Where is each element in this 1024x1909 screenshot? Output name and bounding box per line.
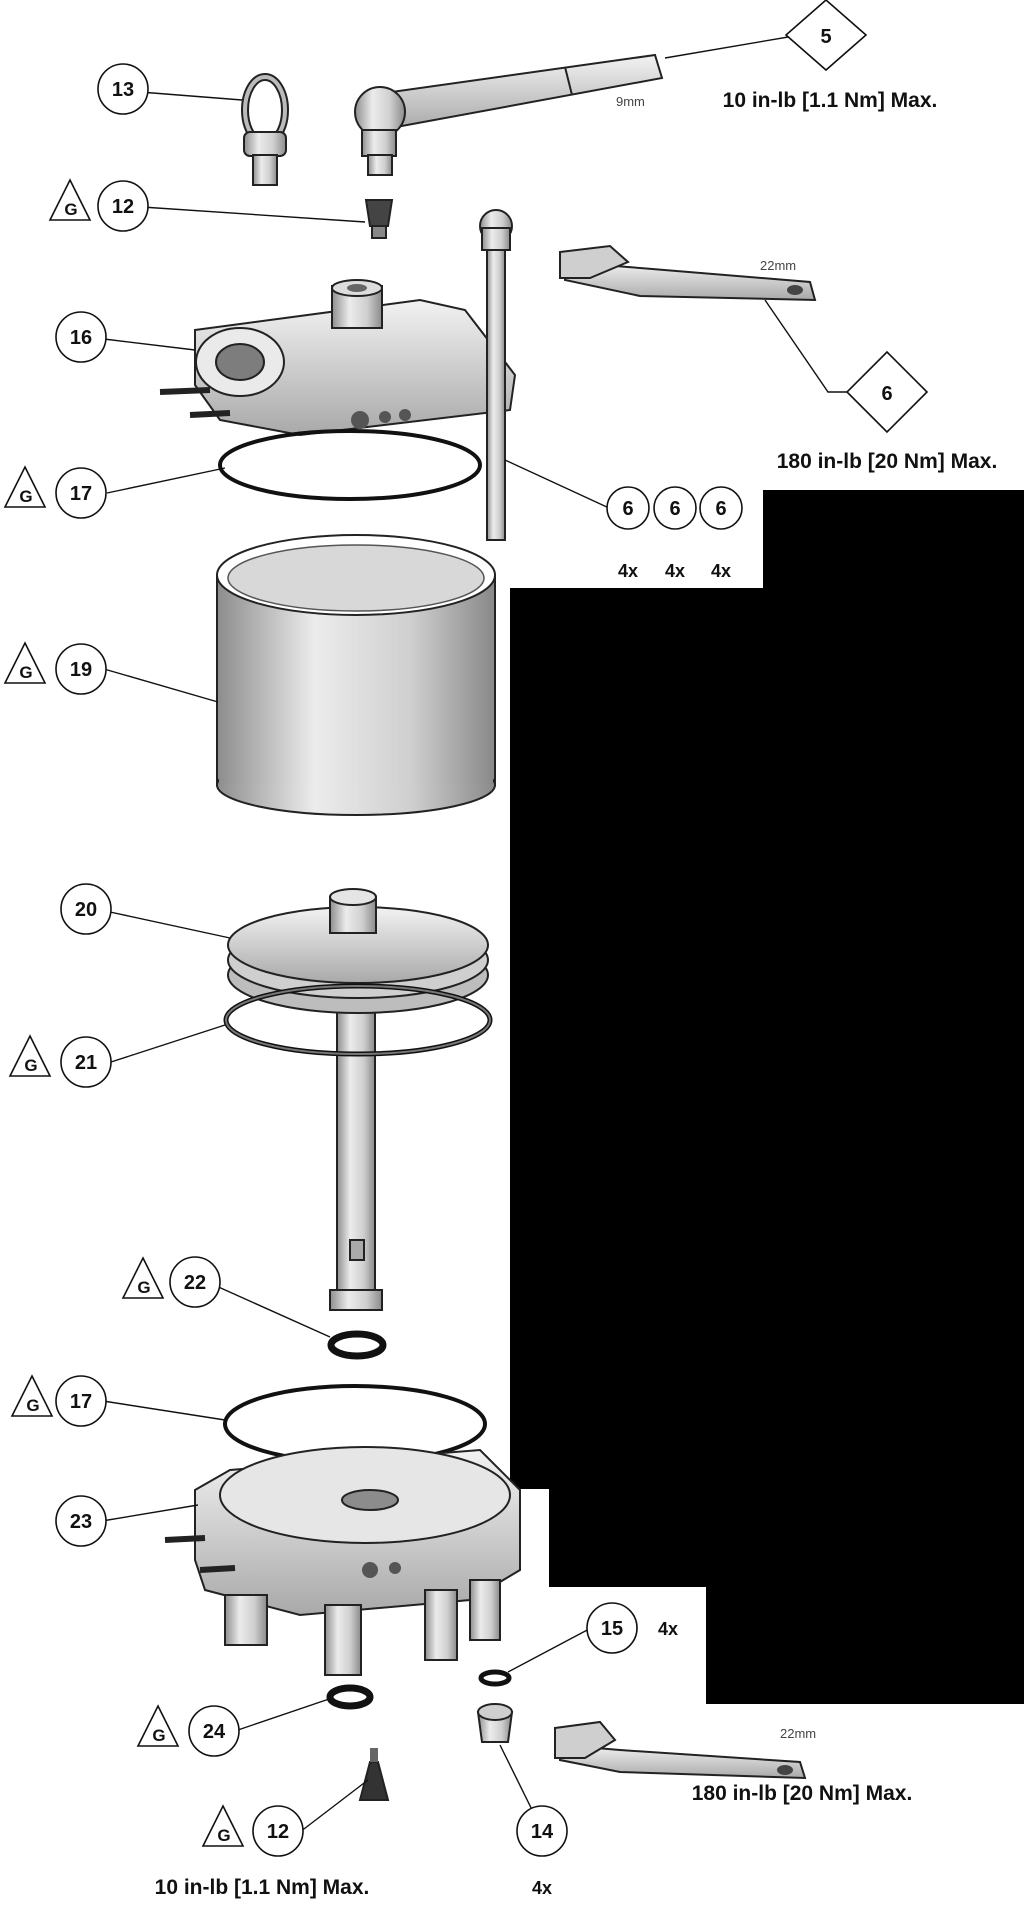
nut-part (476, 1703, 514, 1743)
tie-rod-part (479, 209, 513, 541)
svg-text:6: 6 (622, 498, 633, 520)
svg-text:G: G (137, 1278, 150, 1297)
balloon-12-top: 12 (97, 180, 149, 232)
svg-text:G: G (24, 1056, 37, 1075)
torque-spec-6: 180 in-lb [20 Nm] Max. (777, 450, 998, 473)
torque-spec-5: 10 in-lb [1.1 Nm] Max. (723, 89, 938, 112)
svg-text:6: 6 (881, 383, 892, 405)
svg-text:16: 16 (70, 327, 92, 349)
socket-wrench-tool: 9mm (354, 53, 664, 176)
balloon-17-bottom: 17 (55, 1375, 107, 1427)
balloon-14: 14 (516, 1805, 568, 1857)
open-end-wrench-bottom: 22mm (554, 1720, 816, 1780)
balloon-6-c: 6 (699, 486, 743, 530)
balloon-19: 19 (55, 643, 107, 695)
svg-text:12: 12 (267, 1821, 289, 1843)
leader-lines (101, 34, 850, 1833)
svg-text:G: G (152, 1726, 165, 1745)
svg-text:13: 13 (112, 79, 134, 101)
top-housing-part (159, 279, 517, 437)
balloon-23: 23 (55, 1495, 107, 1547)
qty-14: 4x (532, 1878, 552, 1898)
balloon-22: 22 (169, 1256, 221, 1308)
socket-size-label: 9mm (616, 94, 645, 109)
piston-assembly-part (223, 888, 493, 1311)
qty-6-b: 4x (665, 561, 685, 581)
svg-text:23: 23 (70, 1511, 92, 1533)
svg-text:12: 12 (112, 196, 134, 218)
wrench-size-label-top: 22mm (760, 258, 796, 273)
svg-text:G: G (19, 663, 32, 682)
torque-spec-14: 180 in-lb [20 Nm] Max. (692, 1782, 913, 1805)
svg-text:G: G (217, 1826, 230, 1845)
balloon-15: 15 (586, 1602, 638, 1654)
torque-callout-6: 6 (845, 350, 929, 434)
fitting-part-top (364, 199, 394, 239)
bottom-housing-part (164, 1446, 521, 1676)
svg-text:6: 6 (715, 498, 726, 520)
svg-text:22: 22 (184, 1272, 206, 1294)
svg-text:6: 6 (669, 498, 680, 520)
svg-text:17: 17 (70, 1391, 92, 1413)
g-flag-24: G (136, 1704, 180, 1747)
rod-seal-part (327, 1330, 387, 1360)
svg-text:5: 5 (820, 26, 831, 48)
g-flag-21: G (8, 1034, 52, 1077)
cylinder-part (216, 534, 496, 816)
redacted-region (510, 490, 1024, 1704)
svg-text:17: 17 (70, 483, 92, 505)
balloon-24: 24 (188, 1705, 240, 1757)
open-end-wrench-top: 22mm (559, 244, 817, 302)
qty-6-a: 4x (618, 561, 638, 581)
svg-text:20: 20 (75, 899, 97, 921)
g-flag-22: G (121, 1256, 165, 1299)
qty-15: 4x (658, 1619, 678, 1639)
svg-text:G: G (19, 487, 32, 506)
balloon-16: 16 (55, 311, 107, 363)
svg-text:G: G (64, 200, 77, 219)
balloon-21: 21 (60, 1036, 112, 1088)
seal-part-bottom (326, 1684, 374, 1710)
torque-spec-12: 10 in-lb [1.1 Nm] Max. (155, 1876, 370, 1899)
balloon-20: 20 (60, 883, 112, 935)
svg-text:G: G (26, 1396, 39, 1415)
torque-callout-5: 5 (784, 0, 868, 72)
eye-bolt-part (241, 73, 289, 186)
g-flag-19: G (3, 641, 47, 684)
balloon-17-top: 17 (55, 467, 107, 519)
fitting-part-bottom (358, 1748, 390, 1801)
balloon-12-bottom: 12 (252, 1805, 304, 1857)
g-flag-12-bottom: G (201, 1804, 245, 1847)
svg-text:14: 14 (531, 1821, 554, 1843)
svg-text:21: 21 (75, 1052, 97, 1074)
washer-part (478, 1669, 512, 1687)
wrench-size-label-bottom: 22mm (780, 1726, 816, 1741)
svg-text:19: 19 (70, 659, 92, 681)
g-flag-17-bottom: G (10, 1374, 54, 1417)
o-ring-part-top (218, 429, 482, 501)
balloon-6-b: 6 (653, 486, 697, 530)
svg-text:24: 24 (203, 1721, 226, 1743)
balloon-13: 13 (97, 63, 149, 115)
g-flag-17-top: G (3, 465, 47, 508)
qty-6-c: 4x (711, 561, 731, 581)
balloon-6-a: 6 (606, 486, 650, 530)
svg-text:15: 15 (601, 1618, 623, 1640)
g-flag-12-top: G (48, 178, 92, 221)
